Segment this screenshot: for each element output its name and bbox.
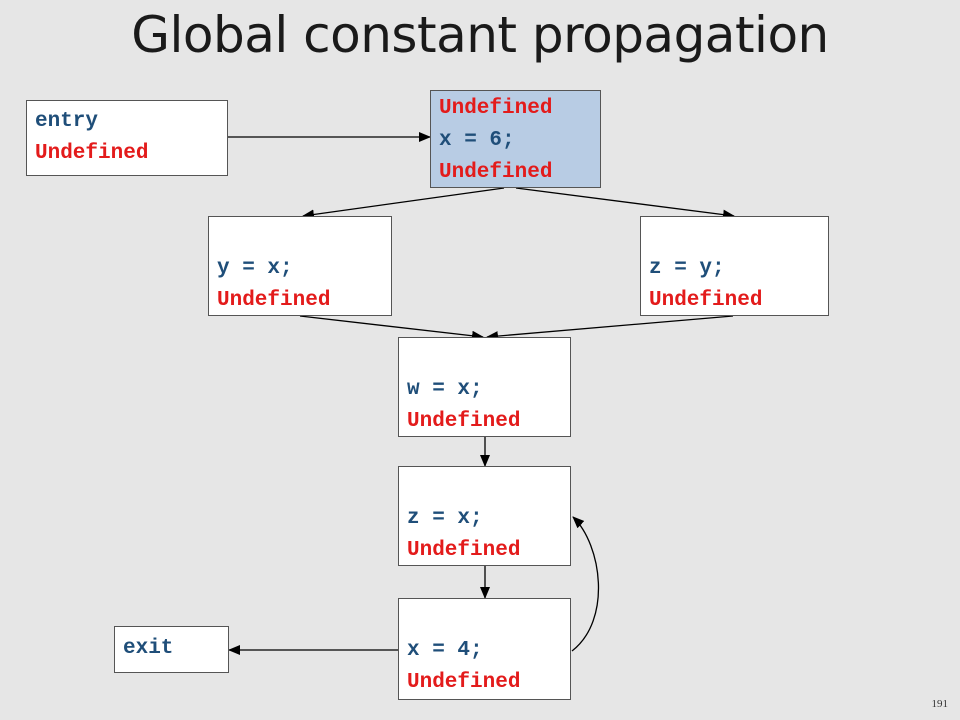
edge-yx-to-wx: [299, 315, 484, 341]
yx-state: Undefined: [217, 289, 331, 312]
zx-state: Undefined: [407, 539, 521, 562]
entry-label: entry: [35, 110, 99, 133]
x6-node: Undefined x = 6; Undefined: [430, 90, 601, 188]
x4-node: x = 4; Undefined: [398, 598, 571, 700]
slide-title: Global constant propagation: [131, 6, 829, 64]
x4-code: x = 4;: [407, 639, 483, 662]
zy-node: z = y; Undefined: [640, 216, 829, 316]
entry-node: entry Undefined: [26, 100, 228, 176]
wx-code: w = x;: [407, 378, 483, 401]
exit-node: exit: [114, 626, 229, 673]
x4-state: Undefined: [407, 671, 521, 694]
exit-label: exit: [123, 637, 174, 660]
zy-state: Undefined: [649, 289, 763, 312]
edge-zy-to-wx: [486, 315, 734, 342]
edge-x6-to-zy: [515, 187, 735, 220]
x6-state-in: Undefined: [439, 97, 553, 120]
entry-state: Undefined: [35, 142, 149, 165]
edge-x6-to-yx: [302, 187, 505, 220]
x6-code: x = 6;: [439, 129, 515, 152]
zy-code: z = y;: [649, 257, 725, 280]
page-number: 191: [931, 698, 949, 710]
yx-node: y = x; Undefined: [208, 216, 392, 316]
zx-node: z = x; Undefined: [398, 466, 571, 566]
wx-node: w = x; Undefined: [398, 337, 571, 437]
wx-state: Undefined: [407, 410, 521, 433]
yx-code: y = x;: [217, 257, 293, 280]
edge-x4-loop-to-zx: [571, 516, 600, 652]
zx-code: z = x;: [407, 507, 483, 530]
x6-state-out: Undefined: [439, 161, 553, 184]
